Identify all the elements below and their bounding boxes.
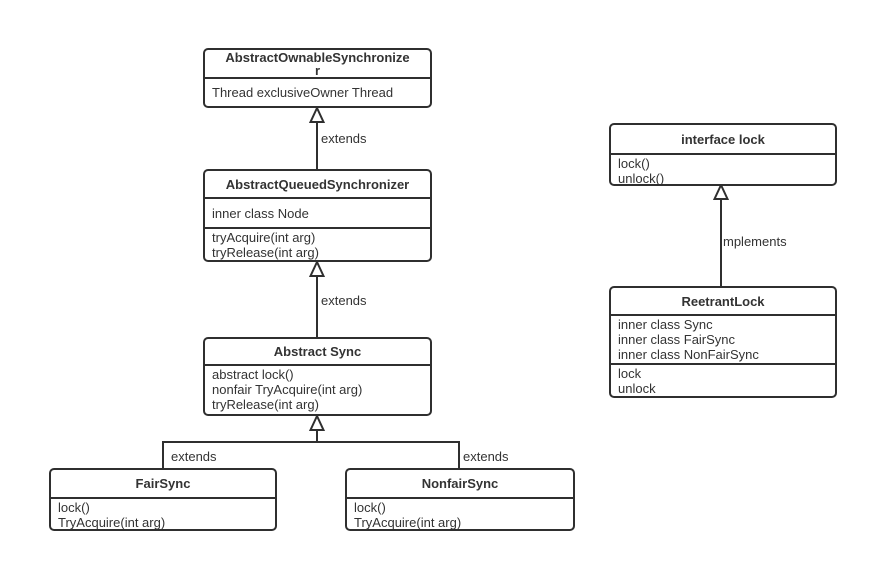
- class-abstract-ownable-synchronizer: AbstractOwnableSynchronize r Thread excl…: [203, 48, 432, 108]
- class-title: FairSync: [135, 476, 191, 491]
- method-row: TryAcquire(int arg): [354, 515, 462, 530]
- edge-label-implements: mplements: [723, 234, 787, 249]
- class-reetrant-lock: ReetrantLock inner class Sync inner clas…: [609, 286, 837, 398]
- generalization-arrow-icon: [308, 413, 326, 431]
- methods-compartment: lock() TryAcquire(int arg): [51, 497, 275, 530]
- generalization-arrow-icon: [308, 259, 326, 277]
- class-title: AbstractQueuedSynchronizer: [225, 176, 410, 192]
- method-row: TryAcquire(int arg): [58, 515, 166, 530]
- method-row: tryRelease(int arg): [212, 245, 319, 260]
- class-fair-sync: FairSync lock() TryAcquire(int arg): [49, 468, 277, 531]
- attribute-row: inner class NonFairSync: [618, 347, 759, 362]
- class-abstract-sync: Abstract Sync abstract lock() nonfair Tr…: [203, 337, 432, 416]
- method-row: lock(): [58, 500, 90, 515]
- method-row: lock(): [618, 156, 650, 171]
- methods-compartment: lock unlock: [611, 363, 835, 396]
- class-title: NonfairSync: [421, 476, 499, 491]
- generalization-arrow-icon: [712, 182, 730, 200]
- method-row: tryAcquire(int arg): [212, 230, 316, 245]
- method-row: unlock(): [618, 171, 665, 186]
- attributes-compartment: inner class Node: [205, 197, 430, 227]
- method-row: tryRelease(int arg): [212, 397, 319, 412]
- methods-compartment: abstract lock() nonfair TryAcquire(int a…: [205, 364, 430, 414]
- methods-compartment: lock() unlock(): [611, 153, 835, 186]
- edge-label-extends: extends: [321, 293, 367, 308]
- method-row: nonfair TryAcquire(int arg): [212, 382, 363, 397]
- attributes-compartment: Thread exclusiveOwner Thread: [205, 77, 430, 106]
- method-row: lock: [618, 366, 642, 381]
- attribute-row: inner class Sync: [618, 317, 713, 332]
- methods-compartment: lock() TryAcquire(int arg): [347, 497, 573, 530]
- method-row: abstract lock(): [212, 367, 294, 382]
- attribute-row: inner class FairSync: [618, 332, 736, 347]
- edge-label-extends: extends: [463, 449, 509, 464]
- edge-label-extends: extends: [171, 449, 217, 464]
- class-nonfair-sync: NonfairSync lock() TryAcquire(int arg): [345, 468, 575, 531]
- class-title: ReetrantLock: [681, 293, 765, 309]
- class-title: interface lock: [681, 131, 765, 147]
- attribute-row: Thread exclusiveOwner Thread: [212, 85, 394, 100]
- class-interface-lock: interface lock lock() unlock(): [609, 123, 837, 186]
- method-row: unlock: [618, 381, 656, 396]
- methods-compartment: tryAcquire(int arg) tryRelease(int arg): [205, 227, 430, 260]
- class-title: AbstractOwnableSynchronize r: [225, 49, 410, 78]
- edge-label-extends: extends: [321, 131, 367, 146]
- method-row: lock(): [354, 500, 386, 515]
- attributes-compartment: inner class Sync inner class FairSync in…: [611, 314, 835, 363]
- class-title: Abstract Sync: [273, 344, 362, 359]
- generalization-arrow-icon: [308, 105, 326, 123]
- class-abstract-queued-synchronizer: AbstractQueuedSynchronizer inner class N…: [203, 169, 432, 262]
- attribute-row: inner class Node: [212, 205, 309, 221]
